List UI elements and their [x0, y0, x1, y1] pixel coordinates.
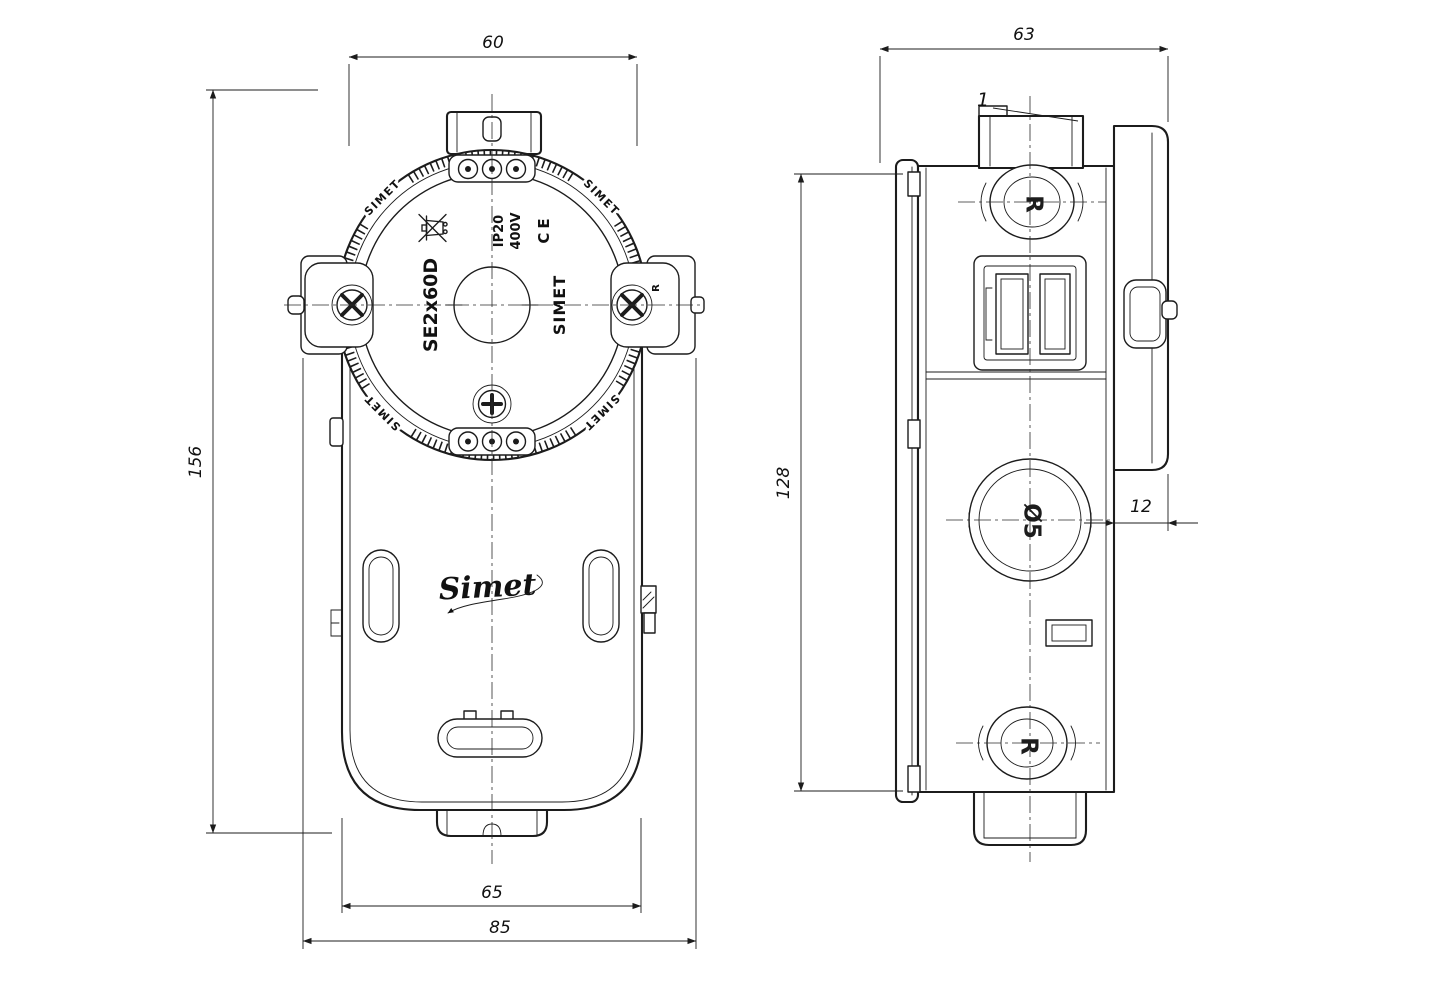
- top-connector-outline: [977, 114, 1085, 170]
- side-back-plate: [894, 158, 920, 804]
- side-top-connector: [977, 105, 1085, 170]
- front-slot-bottom: [437, 710, 543, 758]
- rim-serration: [337, 220, 370, 390]
- ear-r-mark: R: [651, 284, 662, 292]
- entry-hole-dot: [465, 438, 471, 445]
- dimension-value-12: 12: [1130, 497, 1152, 517]
- callout-number: 1: [977, 89, 989, 111]
- ip-rating: IP20: [492, 215, 507, 247]
- dimension-value-156: 156: [186, 446, 206, 479]
- block-slot-inner: [1000, 278, 1024, 350]
- voltage-rating: 400V: [509, 212, 524, 249]
- logo-script: Simet: [438, 567, 538, 607]
- front-view: SIMET SIMET SIMET SIMET SE2x60D IP20 400…: [186, 33, 705, 949]
- knockout-middle-mark: Ø5: [1019, 503, 1045, 539]
- body-left-latch: [329, 417, 344, 447]
- rim-serration: [614, 220, 647, 390]
- logo-swoosh: [447, 574, 543, 614]
- dimension-value-65: 65: [481, 883, 503, 903]
- front-slot-left: [362, 549, 400, 643]
- entry-hole-dot: [489, 166, 495, 172]
- entry-hole-dot: [513, 166, 519, 172]
- block-bracket: [985, 287, 993, 341]
- side-ear-tab: [1123, 279, 1178, 349]
- dimension-overall-height: 156: [186, 89, 332, 834]
- latch-outline: [1045, 619, 1093, 647]
- dimension-top-width: 60: [348, 33, 638, 146]
- entry-hole-dot: [513, 438, 519, 445]
- ear-tab-inner: [1129, 286, 1161, 342]
- slot-inner: [446, 726, 534, 750]
- slot-outline: [582, 549, 620, 643]
- side-latch: [1045, 619, 1093, 647]
- dimension-value-128: 128: [774, 467, 794, 500]
- body-right-clip-lower: [643, 612, 656, 634]
- plate-clip: [907, 171, 921, 197]
- side-centerlines: [946, 96, 1112, 862]
- brand-vertical: SIMET: [550, 275, 569, 335]
- bin-wheel: [442, 221, 448, 227]
- dimension-value-85: 85: [489, 918, 511, 938]
- knockout-bottom-mark: R: [1016, 737, 1042, 755]
- block-slot: [995, 273, 1029, 355]
- dimension-side-height: 128: [774, 173, 903, 792]
- bin-handle: [421, 224, 428, 232]
- slot-inner: [588, 556, 614, 636]
- slot-outline: [362, 549, 400, 643]
- rim-serration: [407, 427, 577, 460]
- back-plate-outline: [894, 158, 920, 804]
- plate-clip: [907, 765, 921, 793]
- dimension-value-63: 63: [1013, 25, 1035, 45]
- bin-cross: [418, 213, 447, 243]
- ear-tab-pin: [1161, 300, 1178, 320]
- callout-leader-line: [992, 107, 1079, 122]
- dimension-value-60: 60: [482, 33, 504, 53]
- latch-inner: [1051, 624, 1087, 642]
- item-callout: 1: [977, 89, 1079, 122]
- slot-inner: [368, 556, 394, 636]
- bin-wheel: [442, 229, 448, 235]
- slot-outline: [437, 718, 543, 758]
- dimension-depth: 63: [879, 25, 1169, 163]
- block-slot-inner: [1044, 278, 1066, 350]
- weee-bin-icon: [418, 213, 448, 243]
- entry-hole-dot: [465, 166, 471, 172]
- dimension-body-width: 65: [341, 818, 642, 913]
- side-view: R Ø5 R 1 63 128: [774, 25, 1198, 862]
- front-logo: Simet: [438, 567, 543, 614]
- front-slot-right: [582, 549, 620, 643]
- body-left-notch: [330, 609, 343, 637]
- front-top-tab: [445, 110, 543, 156]
- knockout-top-mark: R: [1021, 195, 1047, 213]
- ce-mark: CE: [535, 214, 553, 243]
- side-knockout-marks: R Ø5 R: [1016, 195, 1047, 755]
- rim-serration: [407, 150, 577, 183]
- plate-clip: [907, 419, 921, 449]
- block-slot: [1039, 273, 1071, 355]
- front-ear-right: [610, 255, 705, 355]
- model-number: SE2x60D: [420, 258, 442, 352]
- body-right-clip-hatch: [642, 591, 655, 609]
- dimension-flange-depth: 12: [1084, 474, 1198, 531]
- knockout-inner: [1003, 176, 1061, 228]
- dimension-overall-width: 85: [302, 358, 697, 949]
- front-centerlines: [284, 94, 704, 864]
